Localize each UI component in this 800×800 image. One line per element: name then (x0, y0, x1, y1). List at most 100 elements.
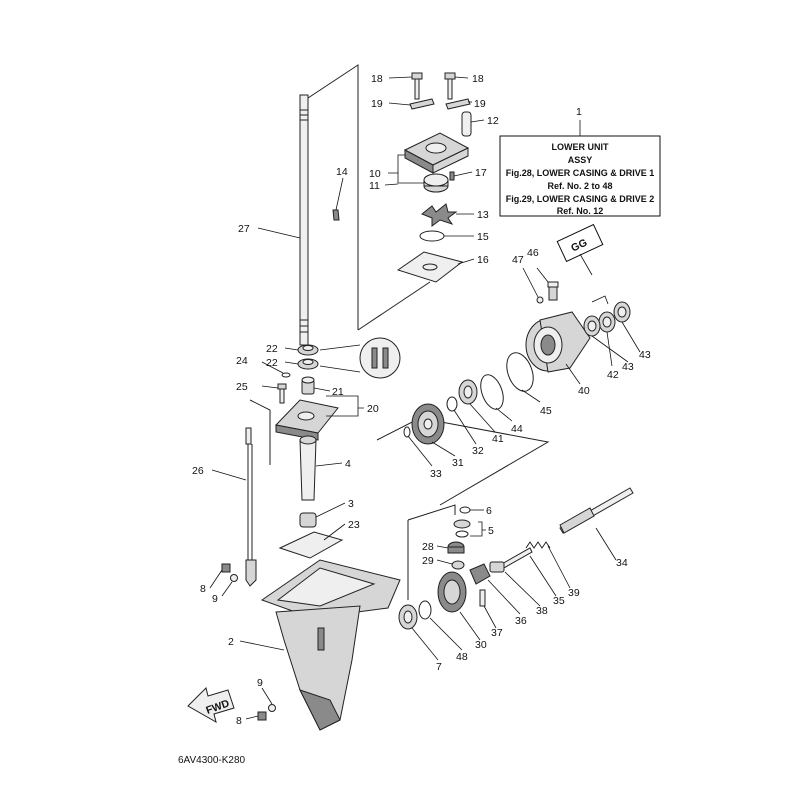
callout-44: 44 (511, 423, 523, 435)
info-box: 1 LOWER UNIT ASSY Fig.28, LOWER CASING &… (499, 106, 661, 217)
info-box-line-3: Fig.28, LOWER CASING & DRIVE 1 (506, 168, 655, 178)
bearing-housing-40 (525, 311, 591, 373)
callout-7: 7 (436, 661, 442, 673)
pin-37 (479, 589, 486, 607)
callout-8: 8 (236, 715, 242, 727)
callout-47: 47 (512, 254, 524, 266)
callout-37: 37 (491, 627, 503, 639)
callout-42: 42 (607, 369, 619, 381)
callout-46: 46 (527, 247, 539, 259)
nut-29 (451, 560, 465, 570)
housing-20 (275, 399, 339, 441)
lower-casing-2 (260, 559, 401, 731)
tube-12 (461, 111, 472, 137)
bolt-46 (547, 281, 559, 301)
pin-35 (499, 547, 533, 570)
shim-6 (459, 506, 471, 514)
impeller-13 (421, 203, 458, 227)
circlip-33 (403, 426, 411, 438)
washer-47 (536, 296, 544, 304)
diagram-code: 6AV4300-K280 (178, 755, 246, 766)
shim-48 (418, 600, 432, 620)
insert-11 (423, 173, 449, 193)
bearing-5 (453, 519, 471, 538)
callout-23: 23 (348, 519, 360, 531)
gear-30 (437, 571, 467, 613)
plate-23 (278, 531, 344, 559)
callout-30: 30 (475, 639, 487, 651)
callout-16: 16 (477, 254, 489, 266)
retainer-19-left (409, 98, 435, 110)
pin-14 (332, 209, 340, 221)
callout-39: 39 (568, 587, 580, 599)
bolt-18-left (411, 72, 423, 100)
info-box-line-6: Ref. No. 12 (557, 206, 604, 216)
callout-48: 48 (456, 651, 468, 663)
seal-detail (319, 337, 401, 379)
seal-43-b (613, 301, 631, 323)
callout-8: 8 (200, 583, 206, 595)
callout-40: 40 (578, 385, 590, 397)
group-outlines (249, 64, 550, 600)
callout-9: 9 (212, 593, 218, 605)
callout-33: 33 (430, 468, 442, 480)
callout-2: 2 (228, 636, 234, 648)
water-tube-4 (299, 435, 317, 501)
bushing-21 (301, 376, 315, 395)
callout-38: 38 (536, 605, 548, 617)
callout-20: 20 (367, 403, 379, 415)
oring-45 (506, 352, 534, 392)
bolt-18-right (444, 72, 456, 100)
propeller-shaft-34 (559, 487, 634, 534)
info-box-line-1: LOWER UNIT (552, 142, 609, 152)
gasket-9-lower (268, 704, 276, 712)
fwd-arrow: FWD (187, 687, 235, 724)
callout-24: 24 (236, 355, 248, 367)
seal-43-a (583, 315, 601, 337)
gasket-15 (419, 230, 445, 242)
clutch-38 (489, 561, 505, 573)
bearing-7 (398, 604, 418, 630)
callout-18: 18 (472, 73, 484, 85)
callout-19: 19 (474, 98, 486, 110)
callouts: 18 18 19 19 12 10 11 17 13 15 16 14 27 2… (192, 73, 651, 727)
oring-44 (480, 374, 504, 410)
plug-8-lower (257, 711, 267, 721)
callout-25: 25 (236, 381, 248, 393)
callout-5: 5 (488, 525, 494, 537)
callout-14: 14 (336, 166, 348, 178)
callout-9: 9 (257, 677, 263, 689)
callout-11: 11 (369, 180, 380, 192)
gg-marker: GG (556, 223, 604, 276)
callout-22: 22 (266, 357, 278, 369)
callout-15: 15 (477, 231, 489, 243)
leader-lines (209, 76, 641, 720)
callout-43: 43 (622, 361, 634, 373)
callout-36: 36 (515, 615, 527, 627)
water-pump-housing-10 (403, 132, 470, 174)
callout-41: 41 (492, 433, 504, 445)
gear-31 (411, 403, 445, 445)
callout-35: 35 (553, 595, 565, 607)
bearing-22-upper (297, 344, 319, 356)
bolt-25 (277, 383, 287, 404)
pin-17 (449, 171, 455, 181)
info-box-number: 1 (576, 106, 582, 118)
callout-31: 31 (452, 457, 464, 469)
callout-19: 19 (371, 98, 383, 110)
callout-43: 43 (639, 349, 651, 361)
drive-shaft-27 (299, 94, 309, 346)
callout-21: 21 (332, 386, 344, 398)
cross-pin-36 (469, 563, 491, 585)
info-box-line-4: Ref. No. 2 to 48 (547, 181, 612, 191)
callout-34: 34 (616, 557, 628, 569)
shim-32 (446, 396, 458, 412)
callout-13: 13 (477, 209, 489, 221)
grommet-3 (299, 512, 317, 528)
retainer-19-right (445, 98, 471, 110)
callout-6: 6 (486, 505, 492, 517)
callout-28: 28 (422, 541, 434, 553)
callout-17: 17 (475, 167, 487, 179)
